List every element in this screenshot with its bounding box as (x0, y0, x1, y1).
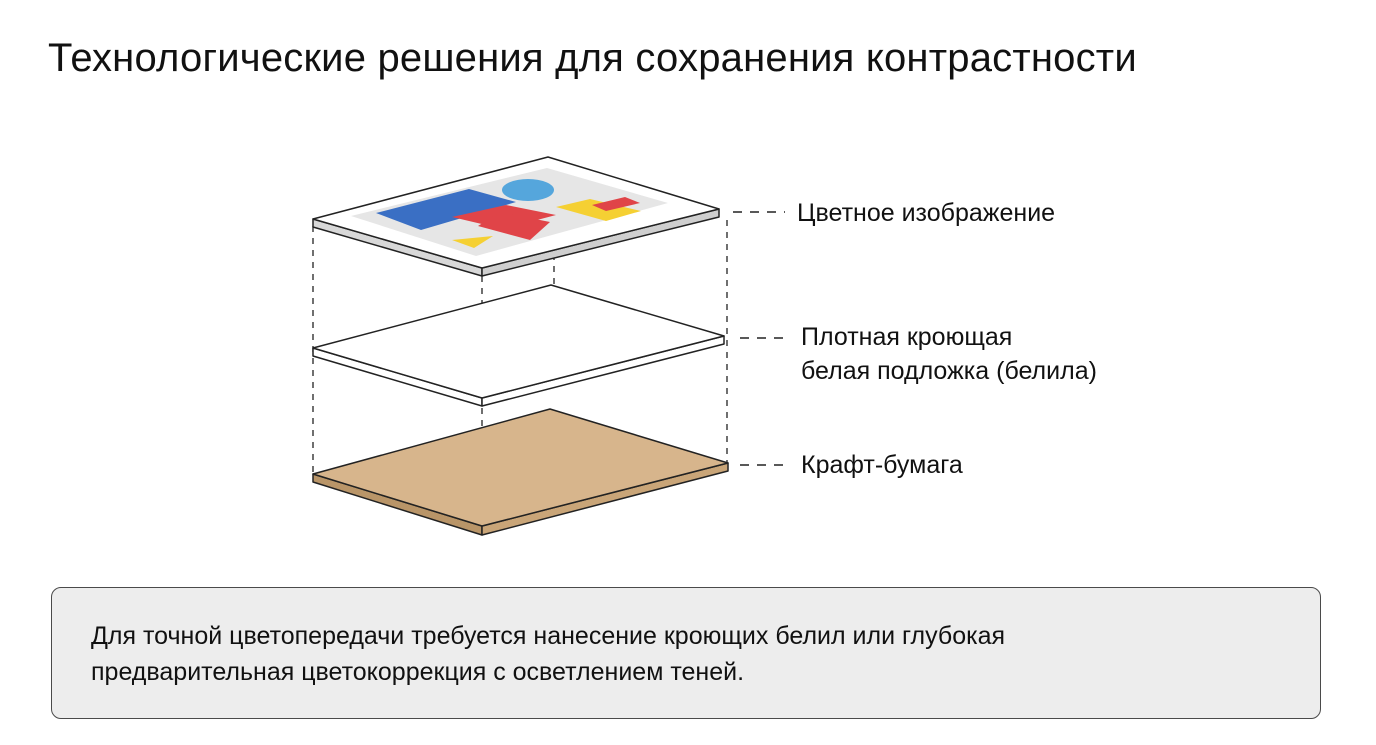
label-leaders (733, 211, 790, 466)
yellow-triangle-shape (452, 236, 493, 248)
red-block-shape (478, 212, 550, 240)
note-line-1: Для точной цветопередачи требуется нанес… (91, 622, 1006, 650)
yellow-rectangle-shape (556, 199, 641, 221)
kraft-top-face (312, 408, 729, 527)
color-image-layer (312, 156, 720, 277)
note-box: Для точной цветопередачи требуется нанес… (51, 587, 1321, 719)
label-white-substrate-line-2: белая подложка (белила) (801, 357, 1097, 385)
page-title: Технологические решения для сохранения к… (48, 36, 1137, 80)
white-substrate-layer (312, 284, 725, 407)
label-kraft-paper-line: Крафт-бумага (801, 451, 963, 479)
red-small-rectangle-shape (592, 197, 640, 211)
substrate-top-face (312, 284, 725, 399)
label-white-substrate-line-1: Плотная кроющая (801, 323, 1013, 351)
kraft-paper-layer (312, 408, 729, 536)
note-line-2: предварительная цветокоррекция с осветле… (91, 658, 745, 686)
blue-circle-shape (502, 179, 554, 201)
label-white-substrate: Плотная кроющая белая подложка (белила) (801, 320, 1097, 388)
label-color-image: Цветное изображение (797, 196, 1055, 230)
label-kraft-paper: Крафт-бумага (801, 448, 963, 482)
label-color-image-line: Цветное изображение (797, 199, 1056, 227)
blue-rectangle-shape (376, 189, 516, 230)
note-text: Для точной цветопередачи требуется нанес… (91, 618, 1291, 690)
